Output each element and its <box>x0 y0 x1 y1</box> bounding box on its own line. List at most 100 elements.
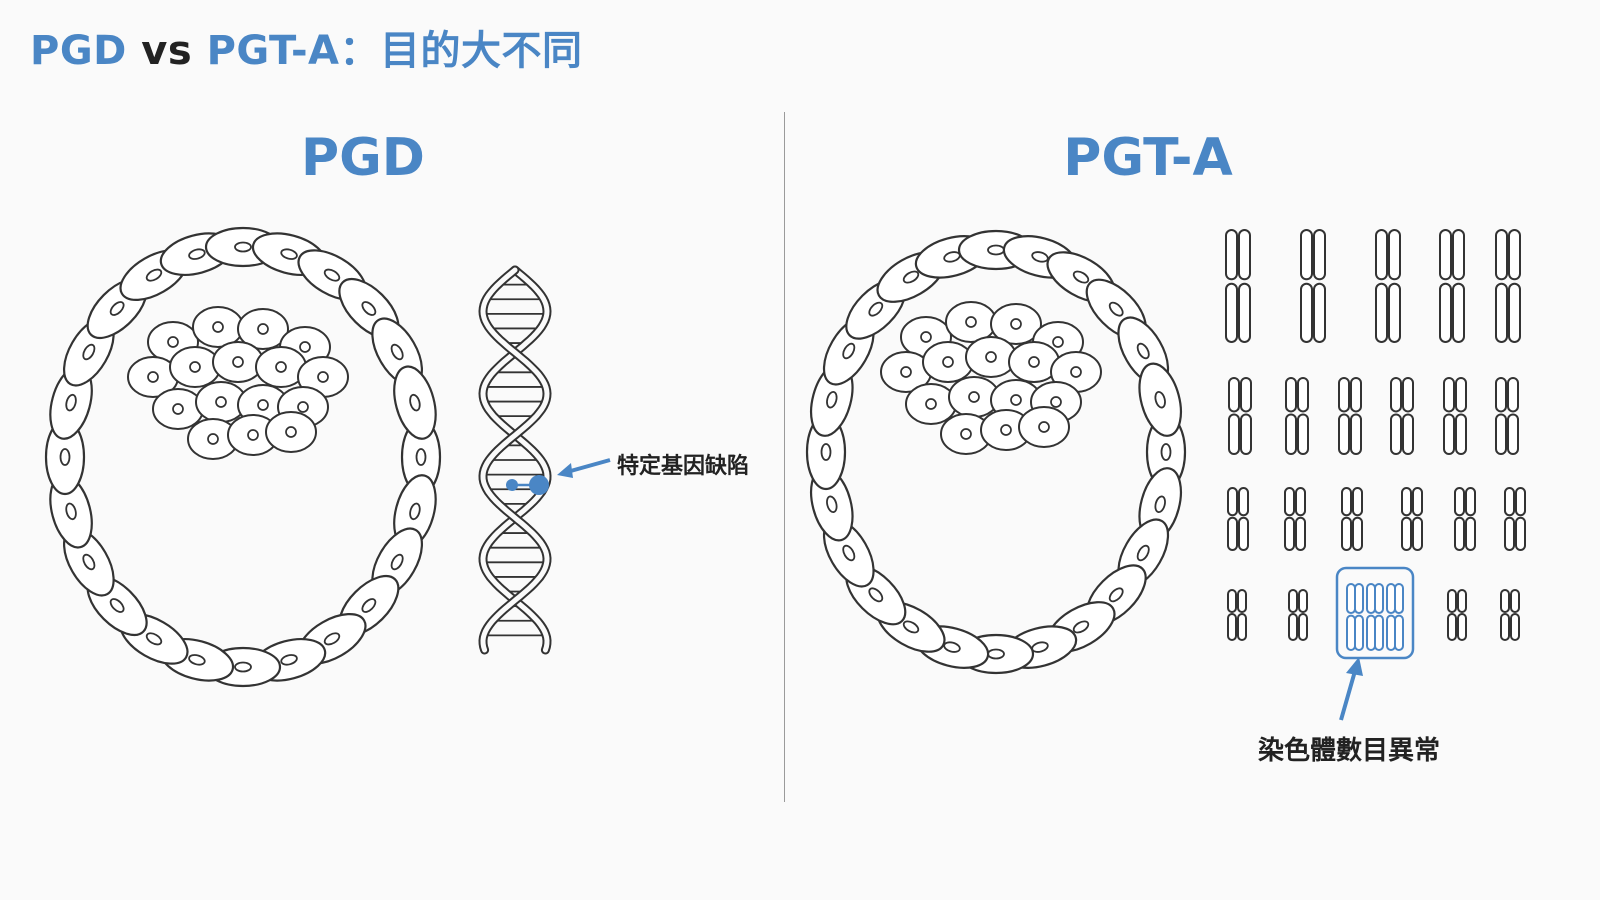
cell-nucleus <box>207 433 219 445</box>
chromosome-pair <box>1338 377 1362 455</box>
cell-nucleus <box>1072 620 1090 634</box>
cell-nucleus <box>257 323 269 335</box>
chromosome-arm-p <box>1465 487 1476 517</box>
cell-membrane <box>965 336 1017 378</box>
chromosome-arm-p <box>1352 487 1363 517</box>
chromosome-arm-p <box>1238 229 1251 281</box>
chromosome-arm-p <box>1338 377 1350 413</box>
defect-point-large <box>529 475 549 495</box>
chromosome-arm-p <box>1237 589 1247 613</box>
chromosome-pair <box>1439 229 1465 343</box>
cell-nucleus <box>409 502 421 521</box>
cell-nucleus <box>317 371 329 383</box>
trisomy-chromosome <box>1366 583 1384 651</box>
chromosome-arm-q <box>1366 614 1376 651</box>
cell-nucleus <box>1000 424 1012 436</box>
cell-nucleus <box>1154 495 1166 513</box>
chromosome-arm-q <box>1412 516 1423 552</box>
cell-nucleus <box>842 544 856 562</box>
inner-cell <box>922 341 974 383</box>
chromosome-arm-p <box>1455 377 1467 413</box>
chromosome-pair <box>1454 487 1476 552</box>
chromosome-arm-p <box>1510 589 1520 613</box>
cell-membrane <box>905 383 957 425</box>
chromosome-arm-p <box>1508 229 1521 281</box>
chromosome-arm-q <box>1338 413 1350 455</box>
chromosome-arm-q <box>1350 413 1362 455</box>
cell-nucleus <box>965 316 977 328</box>
chromosome-arm-q <box>1238 282 1251 343</box>
cell-nucleus <box>985 351 997 363</box>
blastocyst-illustration-pgta <box>805 229 1187 675</box>
cell-nucleus <box>1136 544 1150 562</box>
cell-nucleus <box>1050 396 1062 408</box>
chromosome-arm-q <box>1297 413 1309 455</box>
cell-nucleus <box>409 393 421 412</box>
chromosome-arm-q <box>1341 516 1352 552</box>
chromosome-pair <box>1504 487 1526 552</box>
chromosome-arm-p <box>1412 487 1423 517</box>
cell-membrane <box>237 308 289 350</box>
cell-nucleus <box>82 553 96 571</box>
chromosome-arm-q <box>1507 413 1519 455</box>
cell-membrane <box>1138 362 1183 437</box>
cell-nucleus <box>167 336 179 348</box>
chromosome-arm-p <box>1454 487 1465 517</box>
chromosome-arm-p <box>1354 583 1364 615</box>
chromosome-arm-p <box>1504 487 1515 517</box>
cell-nucleus <box>1010 394 1022 406</box>
inner-cell <box>152 388 204 430</box>
chromosome-pair <box>1285 377 1309 455</box>
cell-membrane <box>192 306 244 348</box>
chromosome-arm-q <box>1352 516 1363 552</box>
cell-nucleus <box>299 341 311 353</box>
chromosome-arm-q <box>1375 282 1388 343</box>
chromosome-arm-q <box>1390 413 1402 455</box>
inner-cell <box>192 306 244 348</box>
chromosome-arm-p <box>1390 377 1402 413</box>
cell-membrane <box>265 411 317 453</box>
chromosome-arm-q <box>1447 613 1457 641</box>
cell-nucleus <box>902 620 920 634</box>
page-title: PGD vs PGT-A：目的大不同 <box>30 18 583 76</box>
chromosome-arm-q <box>1495 413 1507 455</box>
cell-nucleus <box>82 343 96 361</box>
chromosome-pair <box>1495 377 1519 455</box>
cell-membrane <box>1018 406 1070 448</box>
karyotype-chromosome-grid <box>1225 229 1526 660</box>
cell-nucleus <box>257 399 269 411</box>
cell-nucleus <box>1136 342 1150 360</box>
chromosome-arm-p <box>1297 377 1309 413</box>
cell-nucleus <box>234 661 252 673</box>
gene-defect-arrow <box>557 458 611 478</box>
chromosome-pair <box>1284 487 1306 552</box>
chromosome-arm-p <box>1238 487 1249 517</box>
chromosome-pair <box>1447 589 1467 641</box>
cell-nucleus <box>1028 356 1040 368</box>
chromosome-arm-q <box>1504 516 1515 552</box>
cell-nucleus <box>1038 421 1050 433</box>
chromosome-arm-q <box>1388 282 1401 343</box>
cell-nucleus <box>297 401 309 413</box>
cell-nucleus <box>285 426 297 438</box>
chromosome-arm-q <box>1300 282 1313 343</box>
chromosome-arm-q <box>1288 613 1298 641</box>
cell-nucleus <box>280 654 298 666</box>
chromosome-arm-q <box>1452 282 1465 343</box>
chromosome-arm-q <box>1346 614 1356 651</box>
cell-membrane <box>152 388 204 430</box>
chromosome-arm-p <box>1457 589 1467 613</box>
cell-nucleus <box>188 654 206 666</box>
trophectoderm-cell <box>1138 362 1183 437</box>
title-subtitle: ：目的大不同 <box>339 28 583 74</box>
chromosome-arm-p <box>1341 487 1352 517</box>
chromosome-arm-p <box>1227 589 1237 613</box>
chromosome-arm-q <box>1443 413 1455 455</box>
chromosome-arm-p <box>1350 377 1362 413</box>
chromosome-arm-q <box>1510 613 1520 641</box>
dna-strand-a-fill <box>480 267 550 653</box>
cell-nucleus <box>109 598 125 613</box>
cell-nucleus <box>275 361 287 373</box>
chromosome-arm-q <box>1386 614 1396 651</box>
chromosome-pair <box>1341 487 1363 552</box>
